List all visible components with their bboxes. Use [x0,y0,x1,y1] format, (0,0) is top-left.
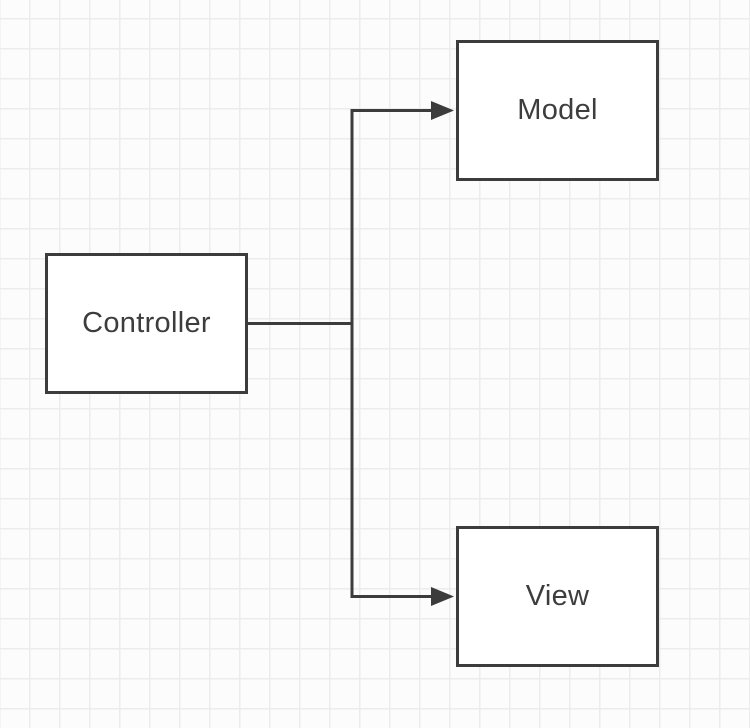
node-model-label: Model [517,94,598,126]
node-controller[interactable]: Controller [45,253,248,394]
node-model[interactable]: Model [456,40,659,181]
arrowhead-view-icon [431,587,454,606]
node-view[interactable]: View [456,526,659,667]
edge-controller-model[interactable] [246,109,432,325]
node-view-label: View [525,580,590,612]
arrowhead-model-icon [431,101,454,120]
node-controller-label: Controller [82,307,211,339]
edge-controller-view[interactable] [350,323,432,598]
